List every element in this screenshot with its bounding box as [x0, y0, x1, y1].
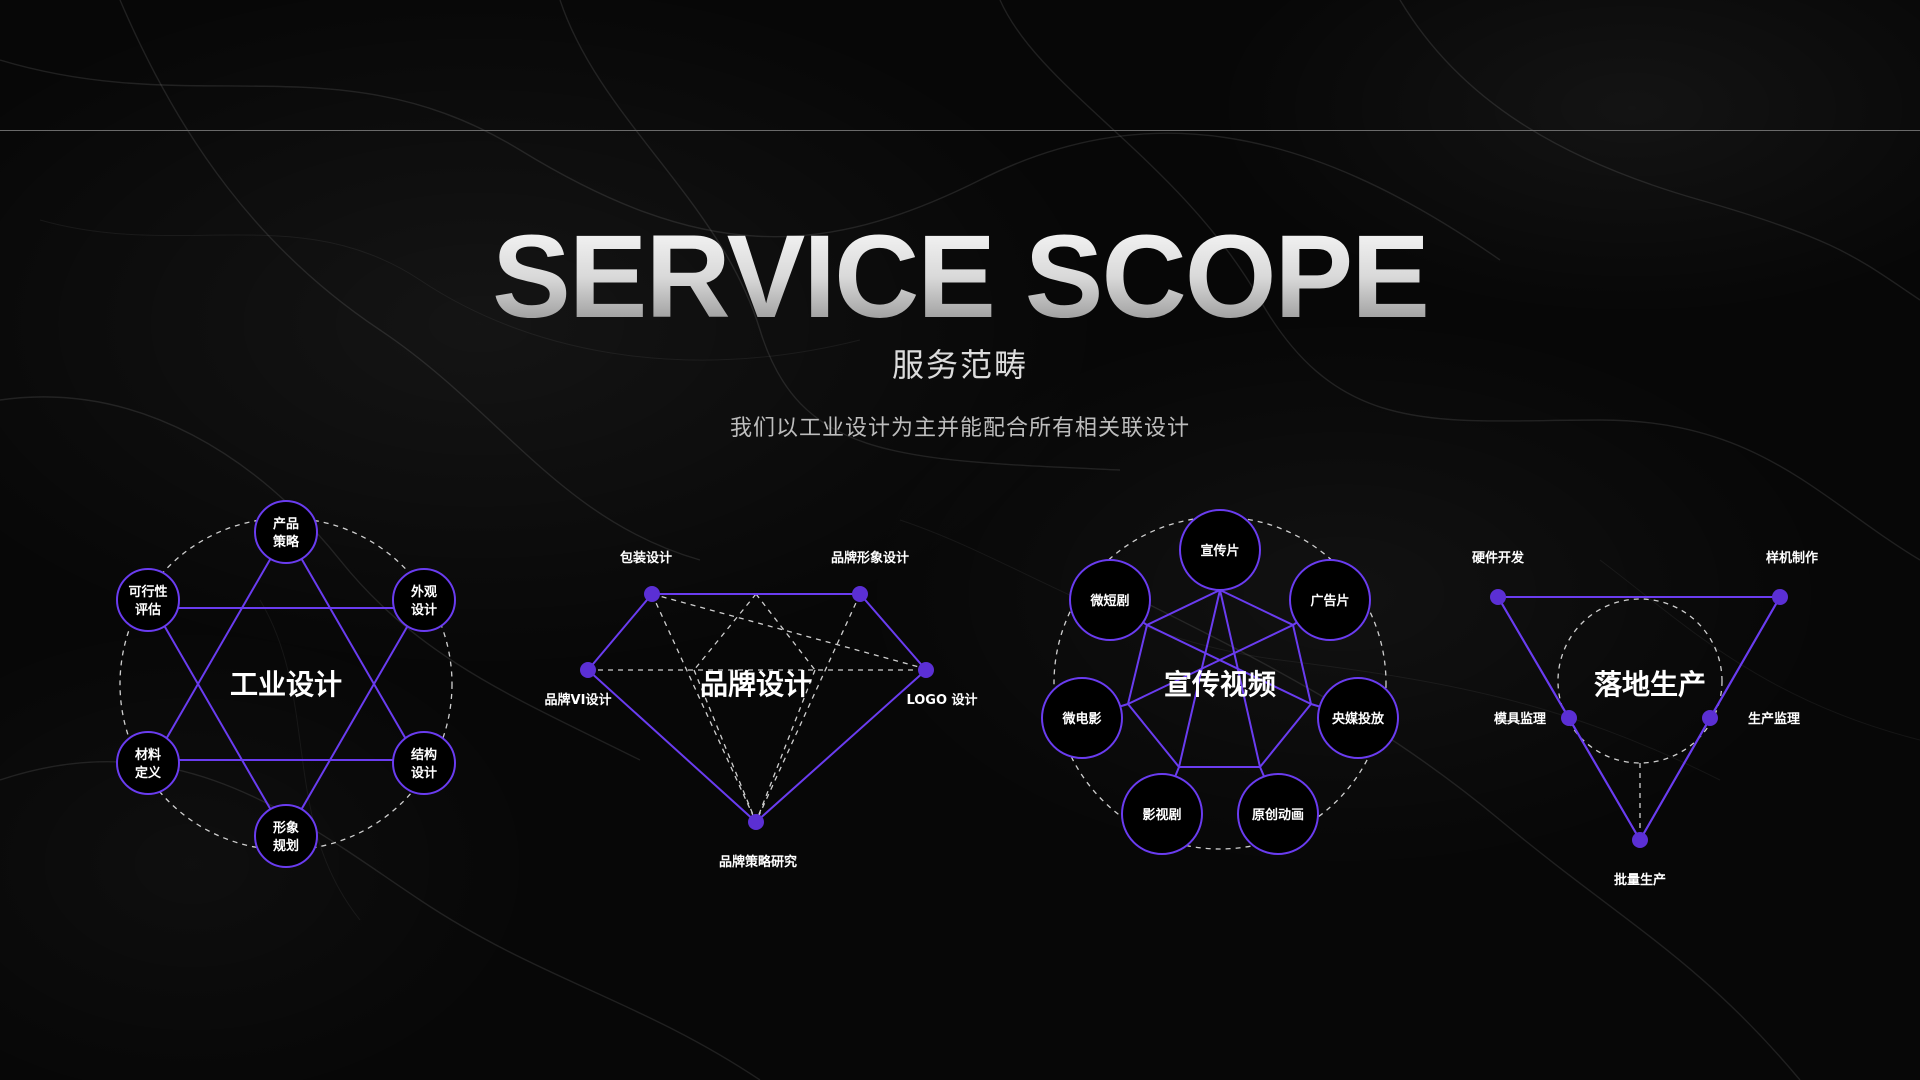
brand-point [748, 814, 764, 830]
promo-node: 影视剧 [1121, 773, 1203, 855]
production-point [1632, 832, 1648, 848]
production-label: 批量生产 [1614, 872, 1666, 888]
production-label: 生产监理 [1748, 711, 1800, 727]
promo-node: 原创动画 [1237, 773, 1319, 855]
brand-label: 品牌形象设计 [831, 550, 909, 566]
brand-point [580, 662, 596, 678]
promo-node: 微电影 [1041, 677, 1123, 759]
industrial-node: 可行性 评估 [116, 568, 180, 632]
production-point [1561, 710, 1577, 726]
svg-text:规划: 规划 [273, 838, 299, 854]
industrial-node: 形象 规划 [254, 804, 318, 868]
industrial-node: 产品 策略 [254, 500, 318, 564]
production-center-label: 落地生产 [1594, 668, 1706, 701]
svg-text:设计: 设计 [411, 602, 437, 618]
svg-text:材料: 材料 [135, 747, 161, 763]
production-point [1702, 710, 1718, 726]
svg-text:评估: 评估 [135, 602, 161, 618]
brand-label: 品牌策略研究 [719, 854, 797, 870]
brand-diamond-outline [586, 593, 928, 824]
svg-text:可行性: 可行性 [128, 584, 167, 600]
svg-text:微电影: 微电影 [1061, 711, 1101, 727]
promo-node: 央媒投放 [1317, 677, 1399, 759]
industrial-triangle-down [152, 607, 420, 838]
svg-text:设计: 设计 [411, 765, 437, 781]
brand-point [852, 586, 868, 602]
industrial-design-diagram: 产品 策略 外观 设计 结构 设计 形象 规划 材料 定义 可行性 评估 工业 [116, 500, 456, 868]
industrial-node: 材料 定义 [116, 731, 180, 795]
svg-text:宣传片: 宣传片 [1200, 543, 1239, 559]
page-title: SERVICE SCOPE [0, 218, 1920, 336]
production-label: 样机制作 [1766, 550, 1818, 566]
svg-text:结构: 结构 [411, 747, 437, 763]
brand-label: 品牌VI设计 [545, 692, 612, 708]
svg-text:原创动画: 原创动画 [1252, 807, 1304, 823]
industrial-center-label: 工业设计 [230, 668, 342, 701]
promo-node: 微短剧 [1069, 559, 1151, 641]
production-point [1772, 589, 1788, 605]
brand-point [644, 586, 660, 602]
production-diagram: 硬件开发 样机制作 模具监理 生产监理 批量生产 落地生产 [1472, 550, 1818, 888]
production-orbit [1557, 598, 1723, 764]
promo-inner-heptagon [1126, 588, 1313, 768]
svg-text:影视剧: 影视剧 [1142, 807, 1181, 823]
svg-text:策略: 策略 [273, 534, 300, 550]
industrial-node: 外观 设计 [392, 568, 456, 632]
svg-text:央媒投放: 央媒投放 [1332, 711, 1385, 727]
brand-point [918, 662, 934, 678]
production-point [1490, 589, 1506, 605]
page-description: 我们以工业设计为主并能配合所有相关联设计 [729, 416, 1190, 441]
top-divider [0, 130, 1920, 131]
promo-node: 宣传片 [1179, 509, 1261, 591]
svg-text:定义: 定义 [134, 765, 162, 781]
promo-node: 广告片 [1289, 559, 1371, 641]
industrial-node: 结构 设计 [392, 731, 456, 795]
page-subtitle: 服务范畴 [891, 346, 1028, 384]
svg-text:广告片: 广告片 [1310, 593, 1349, 609]
svg-text:形象: 形象 [273, 820, 299, 836]
production-label: 硬件开发 [1472, 550, 1525, 566]
svg-text:外观: 外观 [410, 584, 437, 600]
brand-label: LOGO 设计 [906, 692, 977, 708]
brand-center-label: 品牌设计 [700, 668, 812, 701]
brand-design-diagram: 包装设计 品牌形象设计 LOGO 设计 品牌策略研究 品牌VI设计 品牌设计 [545, 550, 978, 870]
promo-center-label: 宣传视频 [1164, 668, 1276, 701]
svg-text:微短剧: 微短剧 [1089, 593, 1129, 609]
industrial-triangle-up [152, 530, 420, 761]
promo-video-diagram: 宣传片 广告片 央媒投放 原创动画 影视剧 微电影 微短剧 宣传视频 [1041, 509, 1399, 855]
brand-label: 包装设计 [620, 550, 672, 566]
svg-text:产品: 产品 [273, 516, 299, 532]
production-label: 模具监理 [1494, 711, 1546, 727]
